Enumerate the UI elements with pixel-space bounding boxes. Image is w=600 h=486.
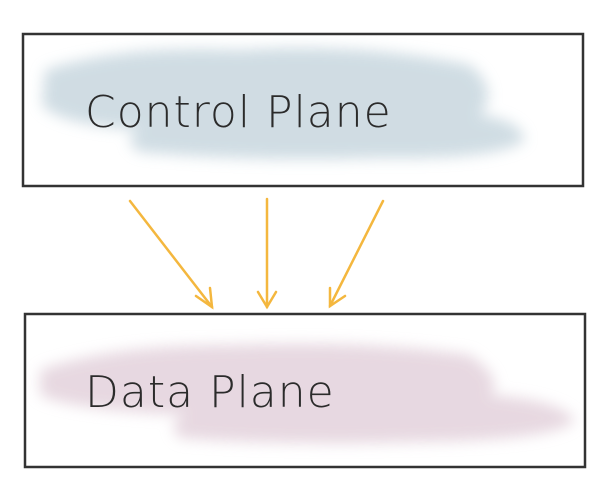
arrow-left bbox=[128, 199, 214, 310]
arrow-center bbox=[256, 197, 278, 310]
data-plane-label: Data Plane bbox=[85, 367, 335, 418]
control-plane-box: Control Plane bbox=[21, 32, 585, 188]
arrows bbox=[128, 197, 385, 310]
data-plane-box: Data Plane bbox=[23, 312, 587, 469]
data-plane-wash bbox=[40, 343, 575, 444]
control-plane-border bbox=[21, 32, 585, 188]
control-plane-label: Control Plane bbox=[85, 87, 392, 138]
control-plane-wash bbox=[42, 47, 525, 160]
data-plane-border bbox=[23, 312, 587, 469]
arrow-right bbox=[328, 199, 385, 309]
